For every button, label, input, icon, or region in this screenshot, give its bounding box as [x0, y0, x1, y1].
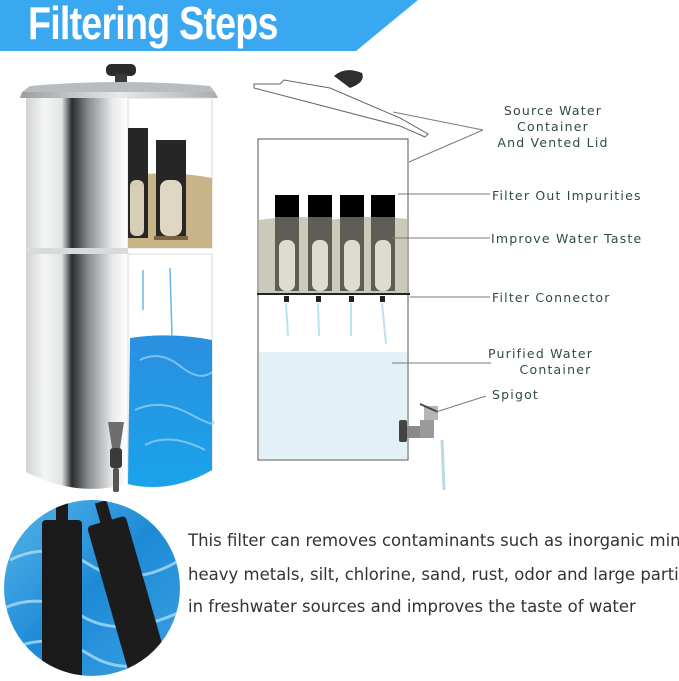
callout-improve-water-taste: Improve Water Taste: [491, 231, 643, 246]
cutaway-filters: [128, 128, 188, 240]
description-line-1: This filter can removes contaminants suc…: [188, 531, 679, 550]
callout-spigot: Spigot: [492, 387, 540, 402]
schematic-diagram: [253, 70, 491, 491]
title-banner: Filtering Steps: [0, 0, 418, 51]
callout-purified-water-container: Purified Water Container: [488, 346, 594, 377]
spigot: [108, 422, 124, 492]
connectors: [284, 296, 385, 302]
lid-knob: [106, 64, 136, 84]
spigot-schematic: [399, 403, 446, 491]
callout-source-water-container: Source Water Container And Vented Lid: [497, 103, 609, 150]
filter-cartridges-photo: [4, 500, 180, 676]
lid: [20, 92, 218, 98]
description-line-2: heavy metals, silt, chlorine, sand, rust…: [188, 565, 679, 584]
lid-knob-schematic: [334, 70, 363, 88]
callout-filter-connector: Filter Connector: [492, 290, 611, 305]
page-title: Filtering Steps: [28, 0, 278, 49]
callout-filter-out-impurities: Filter Out Impurities: [492, 188, 642, 203]
description-line-3: in freshwater sources and improves the t…: [188, 597, 636, 616]
filter-cartridges: [275, 195, 395, 291]
